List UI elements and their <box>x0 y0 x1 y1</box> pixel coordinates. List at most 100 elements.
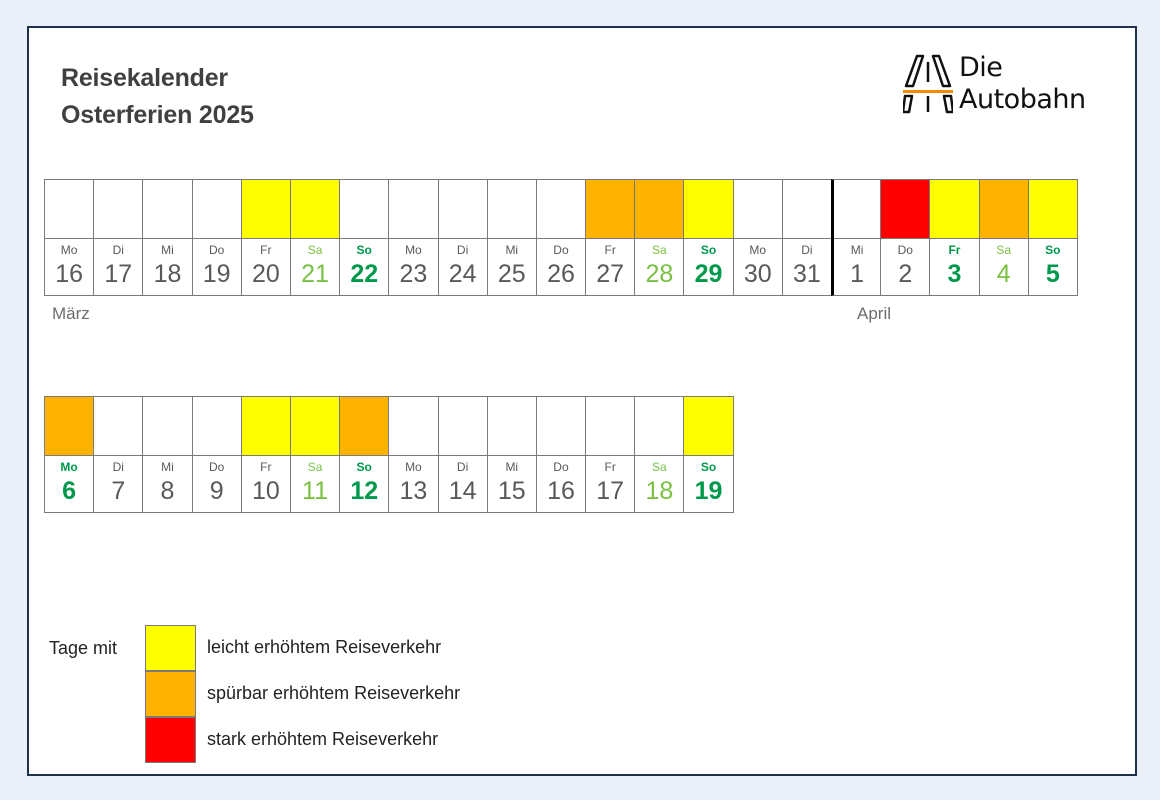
weekday-label: Mo <box>405 243 422 257</box>
legend-label-spuerbar: spürbar erhöhtem Reiseverkehr <box>207 683 461 703</box>
traffic-level-box <box>635 397 684 456</box>
day-number: 4 <box>996 260 1011 288</box>
day-number: 13 <box>399 477 428 505</box>
calendar-day: Sa 11 <box>289 396 341 513</box>
traffic-level-box <box>586 180 635 239</box>
traffic-level-box <box>94 397 143 456</box>
traffic-level-box <box>192 397 241 456</box>
weekday-label: Sa <box>652 460 667 474</box>
day-number: 16 <box>55 260 83 288</box>
weekday-label: Do <box>553 460 569 474</box>
calendar-day: Di 14 <box>437 396 488 513</box>
traffic-level-box <box>438 180 487 239</box>
day-number: 23 <box>399 260 428 288</box>
weekday-label: Di <box>112 243 124 257</box>
weekday-label: So <box>1045 243 1061 257</box>
calendar-day: Do 19 <box>191 179 242 296</box>
logo-wordmark: Die Autobahn <box>959 52 1086 116</box>
weekday-label: Do <box>553 243 569 257</box>
weekday-label: Mo <box>60 243 78 257</box>
calendar-day: Di 17 <box>93 179 144 296</box>
legend-label-leicht: leicht erhöhtem Reiseverkehr <box>207 637 442 657</box>
day-number: 12 <box>350 477 379 505</box>
weekday-label: Mi <box>161 243 174 257</box>
calendar-day: So 12 <box>339 396 390 513</box>
weekday-label: Mi <box>161 460 174 474</box>
weekday-label: Fr <box>948 243 961 257</box>
traffic-level-box <box>192 180 241 239</box>
weekday-label: Sa <box>652 243 667 257</box>
traffic-level-box <box>45 180 94 239</box>
day-number: 18 <box>153 260 182 288</box>
weekday-label: Di <box>456 460 469 474</box>
legend-title: Tage mit <box>49 638 118 658</box>
traffic-level-box <box>536 397 586 456</box>
weekday-label: Mo <box>60 460 78 474</box>
day-number: 21 <box>301 260 329 288</box>
day-number: 8 <box>160 477 175 505</box>
traffic-level-box <box>487 180 536 239</box>
traffic-level-box <box>782 180 831 239</box>
weekday-label: Mi <box>505 243 519 257</box>
calendar-day: Mi 8 <box>142 396 193 513</box>
calendar-day: Mo 23 <box>388 179 439 296</box>
day-number: 16 <box>547 477 575 505</box>
calendar-day: Mo 16 <box>44 179 95 296</box>
weekday-label: Di <box>801 243 813 257</box>
traffic-level-box <box>1028 180 1077 239</box>
day-number: 17 <box>104 260 133 288</box>
day-number: 19 <box>202 260 231 288</box>
weekday-label: Mi <box>850 243 864 257</box>
title-line-1: Reisekalender <box>61 64 228 92</box>
calendar-day: Mo 30 <box>732 179 783 296</box>
day-number: 25 <box>497 260 526 288</box>
weekday-label: Do <box>208 243 225 257</box>
weekday-label: Mo <box>749 243 767 257</box>
weekday-label: So <box>700 243 717 257</box>
traffic-level-box <box>586 397 635 456</box>
page-title: Reisekalender Osterferien 2025 <box>61 60 254 134</box>
day-number: 17 <box>596 477 625 505</box>
weekday-label: Fr <box>604 243 616 257</box>
day-number: 15 <box>497 477 526 505</box>
calendar-day: Mi 18 <box>142 179 193 296</box>
traffic-level-box <box>290 397 340 456</box>
traffic-level-box <box>389 397 438 456</box>
traffic-level-box <box>881 180 930 239</box>
legend-swatch-leicht <box>145 625 196 671</box>
day-number: 2 <box>898 260 913 288</box>
day-number: 7 <box>111 477 126 505</box>
traffic-level-box <box>930 180 979 239</box>
weekday-label: Di <box>112 460 124 474</box>
weekday-label: Mo <box>405 460 422 474</box>
weekday-label: So <box>356 460 372 474</box>
traffic-level-box <box>143 180 192 239</box>
calendar-day: Di 31 <box>781 179 832 296</box>
traffic-level-box <box>241 180 290 239</box>
day-number: 30 <box>743 260 772 288</box>
day-number: 14 <box>448 477 477 505</box>
logo-line-2: Autobahn <box>959 84 1086 115</box>
traffic-level-box <box>45 397 94 456</box>
weekday-label: Do <box>208 460 225 474</box>
autobahn-logo: Die Autobahn <box>903 52 1103 118</box>
calendar-day: Do 16 <box>535 396 587 513</box>
day-number: 11 <box>302 477 328 505</box>
day-number: 31 <box>793 260 821 288</box>
calendar-day: Mi 25 <box>486 179 537 296</box>
day-number: 19 <box>694 477 723 505</box>
traffic-level-box <box>536 180 586 239</box>
traffic-level-box <box>834 180 881 239</box>
calendar-day: Di 7 <box>93 396 144 513</box>
weekday-label: Sa <box>307 460 323 474</box>
